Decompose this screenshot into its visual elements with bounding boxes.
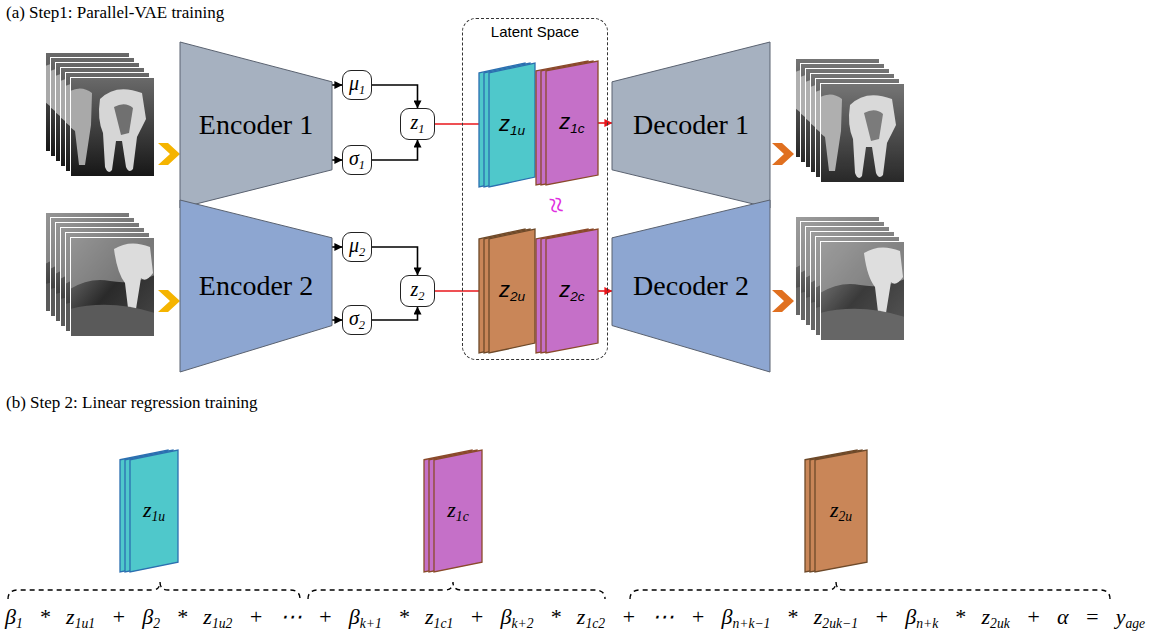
connector-arrow — [332, 84, 342, 86]
connector-arrow — [332, 246, 342, 248]
node-label: Encoder 2 — [199, 270, 313, 302]
connector-arrow — [435, 123, 479, 125]
latent-feature-stack: z2c — [536, 229, 598, 353]
subscript: 1 — [359, 83, 365, 97]
subscript: 1c — [570, 121, 584, 136]
subscript: 2uk — [990, 616, 1010, 631]
subscript: n+k−1 — [732, 616, 770, 631]
output-xray-stack — [795, 216, 905, 341]
dashed-brace — [8, 582, 1110, 599]
subscript: k+2 — [511, 616, 533, 631]
subscript: 1u1 — [75, 616, 95, 631]
output-xray-stack — [795, 58, 905, 183]
encoder-block: Encoder 1 — [180, 42, 332, 208]
node-label: z1 — [411, 111, 425, 136]
connector-arrow — [598, 290, 612, 292]
connector-arrow — [332, 319, 342, 321]
subscript: 2 — [359, 318, 365, 332]
subscript: 1c2 — [585, 616, 605, 631]
subscript: 2uk−1 — [822, 616, 858, 631]
subscript: 2 — [359, 245, 365, 259]
input-xray-stack — [45, 52, 155, 177]
node-label: z1u — [143, 497, 165, 525]
node-label: σ1 — [349, 147, 365, 172]
regression-equation: β1 * z1u1 + β2 * z1u2 + ⋯ + βk+1 * z1c1 … — [5, 603, 1145, 632]
connector-arrow — [598, 122, 612, 124]
node-label: z1c — [447, 497, 468, 525]
latent-variable-box: z1 — [400, 108, 435, 140]
latent-space-region: Latent Space z1u z1c z2u z2c — [462, 18, 608, 360]
decoder-block: Decoder 2 — [612, 200, 770, 372]
connector-arrow — [372, 85, 418, 108]
connector-arrow — [372, 307, 418, 320]
connector-arrow — [372, 247, 418, 275]
subscript: 1 — [359, 158, 365, 172]
node-label: μ1 — [349, 72, 365, 97]
latent-feature-stack: z2u — [479, 229, 535, 353]
subscript: 2 — [153, 616, 160, 631]
subscript: 1u2 — [212, 616, 232, 631]
latent-feature-stack: z1c — [536, 61, 598, 185]
node-label: σ2 — [349, 307, 365, 332]
subscript: 2u — [838, 509, 852, 524]
subscript: 1u — [151, 509, 165, 524]
latent-variable-box: μ2 — [342, 232, 372, 262]
connector-arrow — [435, 290, 479, 292]
subscript: 2 — [418, 289, 424, 303]
node-label: Encoder 1 — [199, 109, 313, 141]
subscript: 1u — [510, 123, 525, 138]
input-chevron — [158, 290, 180, 312]
node-label: z1c — [559, 109, 584, 137]
subscript: n+k — [916, 616, 938, 631]
subscript: 1c1 — [434, 616, 454, 631]
decoder-block: Decoder 1 — [612, 42, 770, 208]
latent-variable-box: z2 — [400, 275, 435, 307]
latent-variable-box: σ1 — [342, 145, 372, 175]
encoder-block: Encoder 2 — [180, 200, 332, 372]
output-chevron — [772, 143, 794, 165]
connector-arrow — [372, 140, 418, 160]
section-heading: (a) Step1: Parallel-VAE training — [6, 2, 224, 23]
approx-symbol: ≈ — [540, 194, 572, 215]
input-xray-stack — [45, 212, 155, 337]
connector-arrow — [332, 159, 342, 161]
node-label: μ2 — [349, 234, 365, 259]
node-label: z2u — [830, 497, 852, 525]
section-heading: (b) Step 2: Linear regression training — [6, 392, 258, 413]
node-label: Latent Space — [491, 23, 579, 40]
node-label: z2u — [499, 277, 525, 305]
latent-variable-box: σ2 — [342, 305, 372, 335]
subscript: 1 — [16, 616, 23, 631]
subscript: 1c — [456, 509, 469, 524]
subscript: 1 — [418, 122, 424, 136]
node-label: Decoder 2 — [633, 270, 749, 302]
subscript: 2c — [570, 289, 584, 304]
node-label: z1u — [499, 111, 525, 139]
node-label: z2 — [411, 278, 425, 303]
node-label: Decoder 1 — [633, 109, 749, 141]
subscript: k+1 — [360, 616, 382, 631]
latent-variable-box: μ1 — [342, 70, 372, 100]
latent-feature-stack: z2u — [805, 450, 867, 572]
latent-feature-stack: z1c — [424, 450, 482, 572]
node-label: z2c — [559, 277, 584, 305]
latent-feature-stack: z1u — [120, 450, 178, 572]
output-chevron — [772, 290, 794, 312]
input-chevron — [158, 143, 180, 165]
subscript: 2u — [510, 289, 525, 304]
subscript: age — [1125, 616, 1145, 631]
latent-feature-stack: z1u — [479, 63, 535, 187]
